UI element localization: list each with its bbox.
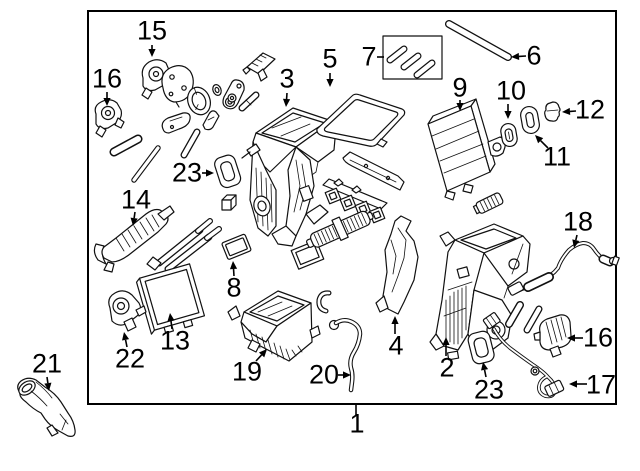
part-16-actuator-left [94, 99, 125, 138]
part-small-cube [221, 194, 237, 211]
part-ribbed-pad [472, 192, 504, 215]
callout-arrowhead-5 [326, 79, 334, 87]
part-10-grommet [500, 122, 518, 148]
part-heater-pipes [146, 218, 222, 273]
callout-arrow-21 [46, 376, 49, 384]
callout-arrowhead-21 [44, 382, 52, 391]
callout-arrowhead-20 [343, 371, 351, 379]
part-9-evaporator [427, 98, 506, 201]
callout-arrowhead-19 [258, 349, 267, 358]
part-4-bracket [375, 215, 419, 315]
part-washer [227, 93, 237, 103]
callout-arrow-14 [133, 211, 136, 219]
part-23-seal-right [467, 330, 495, 365]
part-11-grommet [520, 105, 540, 135]
callout-arrowhead-10 [504, 111, 512, 119]
callout-arrowhead-9 [456, 103, 464, 111]
callout-arrowhead-14 [130, 217, 138, 226]
callout-arrowhead-16 [103, 98, 111, 106]
callout-arrow-19 [255, 354, 263, 362]
part-18-harness [507, 240, 620, 296]
part-small-plate [298, 185, 314, 202]
callout-arrowhead-3 [282, 98, 291, 107]
part-17-harness [482, 312, 565, 399]
callout-arrow-13 [170, 320, 173, 330]
callout-arrow-23 [483, 369, 487, 378]
part-small-cylinder [238, 91, 260, 112]
part-20-drain-hose [328, 318, 363, 393]
part-6-strip [445, 20, 512, 61]
callout-arrowhead-17 [569, 380, 577, 388]
part-gasket-plate [161, 65, 194, 108]
callout-arrow-11 [540, 140, 549, 149]
part-door-pad [290, 239, 325, 270]
part-mode-disc [187, 86, 211, 116]
callout-arrowhead-12 [562, 107, 571, 116]
callout-arrowhead-16 [567, 334, 575, 342]
part-21-duct [17, 377, 76, 437]
callout-arrowhead-4 [391, 316, 399, 324]
part-22-actuator [108, 290, 147, 332]
part-5-gasket [316, 93, 406, 148]
part-8-seal-pad [221, 233, 252, 260]
part-lever-blade [342, 151, 405, 191]
callout-arrowhead-23 [481, 362, 489, 371]
part-foam-strips [505, 301, 543, 334]
callout-arrowhead-2 [442, 337, 450, 345]
callout-arrowhead-15 [148, 49, 156, 57]
part-23-seal-left [214, 154, 242, 189]
part-12-clip [544, 101, 561, 122]
callout-arrowhead-22 [122, 332, 130, 341]
callout-arrowhead-8 [229, 261, 238, 270]
callout-arrow-18 [575, 234, 578, 241]
part-lever [161, 112, 191, 134]
part-bent-link [202, 110, 220, 131]
part-ribbed-roller [306, 210, 374, 248]
part-13-heater-core [135, 263, 206, 335]
part-14-duct [93, 205, 175, 273]
part-16-actuator-right [533, 314, 572, 358]
callout-arrowhead-11 [535, 135, 544, 144]
callout-arrowhead-23 [206, 169, 214, 177]
callout-arrowhead-13 [167, 313, 175, 322]
callout-arrow-22 [124, 339, 128, 348]
part-control-rods [109, 128, 201, 183]
part-small-ring [212, 84, 222, 96]
part-7-strip-kit [382, 35, 443, 80]
callout-arrows [44, 45, 587, 415]
part-c-clip [316, 290, 332, 314]
callout-arrowhead-18 [572, 239, 580, 248]
part-19-case-half [227, 290, 321, 362]
callout-arrowhead-6 [511, 52, 520, 61]
diagram-border [87, 10, 617, 405]
part-ribbed-plate [242, 52, 276, 82]
